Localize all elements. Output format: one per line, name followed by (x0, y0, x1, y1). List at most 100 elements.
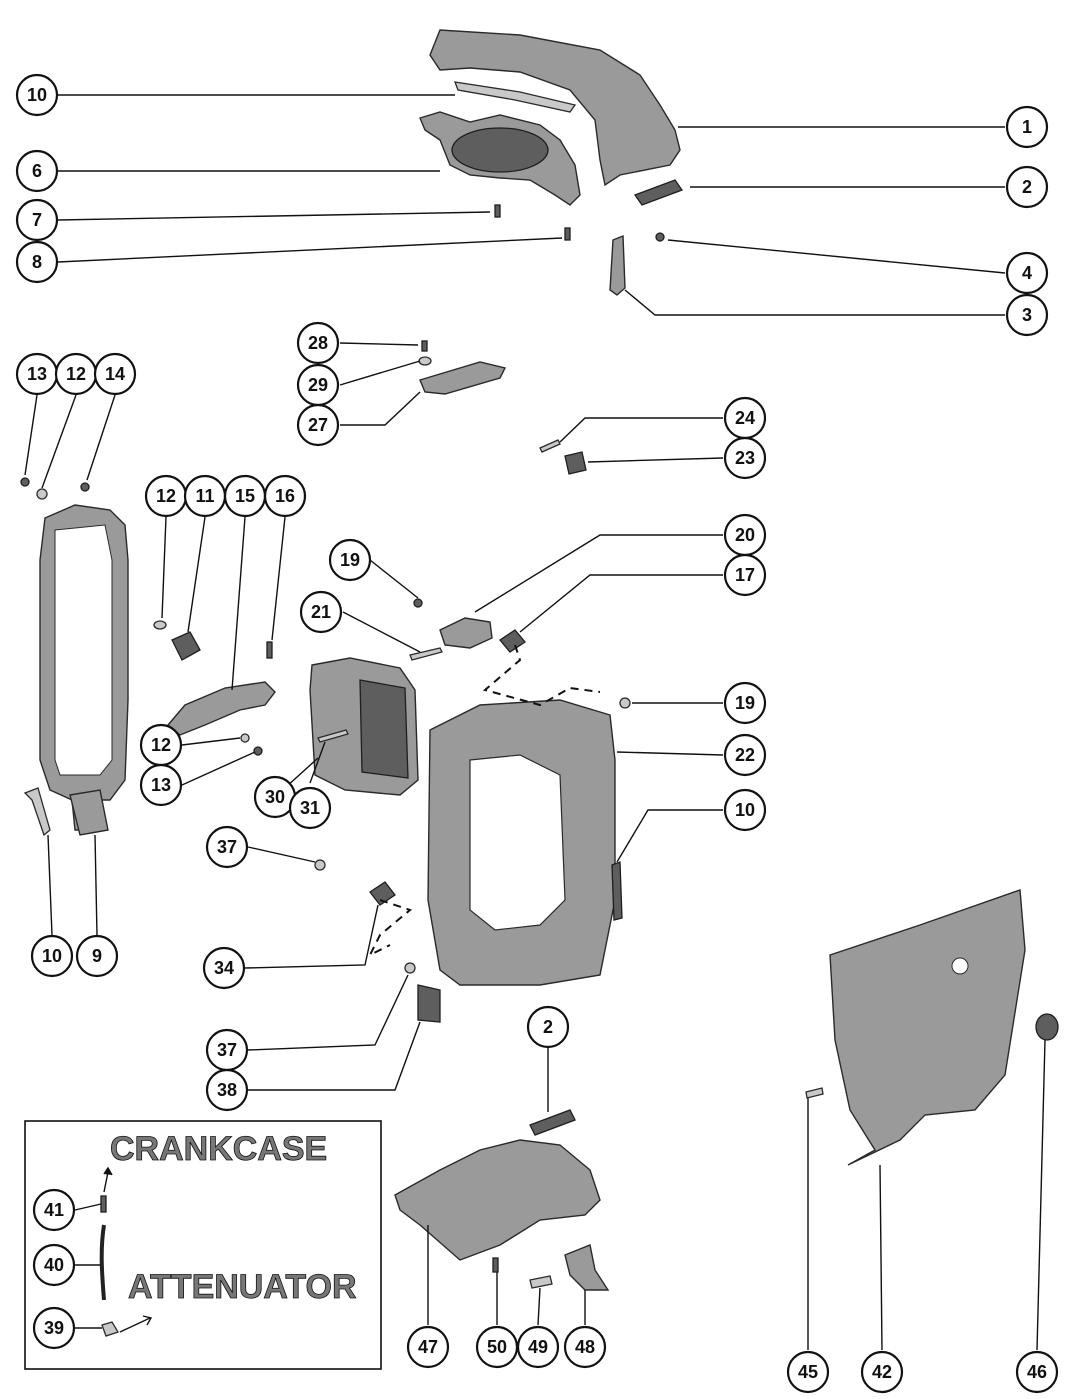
part-46-plug (1035, 1013, 1059, 1041)
part-49-clip (529, 1275, 553, 1289)
callout-2-bottom: 2 (526, 1005, 570, 1049)
svg-text:13: 13 (151, 775, 171, 795)
callout-38: 38 (205, 1068, 249, 1112)
callout-22: 22 (723, 733, 767, 777)
svg-text:8: 8 (32, 252, 42, 272)
crankcase-attenuator-inset (24, 1120, 382, 1370)
callout-3: 3 (1005, 293, 1049, 337)
leader-lines (24, 94, 1046, 1351)
callout-10-left: 10 (30, 934, 74, 978)
part-9-lower-tab (69, 789, 109, 836)
part-12-washer-b (153, 620, 167, 630)
inset-label-attenuator: ATTENUATOR (128, 1268, 357, 1306)
part-6-recess (451, 127, 549, 173)
callout-12-low: 12 (139, 723, 183, 767)
svg-text:31: 31 (300, 798, 320, 818)
svg-text:13: 13 (27, 364, 47, 384)
svg-text:7: 7 (32, 210, 42, 230)
part-13-nut-b (253, 746, 263, 756)
svg-text:50: 50 (487, 1337, 507, 1357)
callout-40: 40 (32, 1243, 76, 1287)
callout-21: 21 (299, 590, 343, 634)
svg-text:15: 15 (235, 486, 255, 506)
inset-arrow-right (119, 1315, 153, 1333)
part-27-plate (419, 361, 507, 395)
callout-27: 27 (296, 403, 340, 447)
callout-10-top: 10 (15, 73, 59, 117)
part-16-bolt (266, 641, 273, 659)
hose-routes (367, 644, 601, 958)
part-7-screw (494, 204, 501, 218)
callout-bubbles: 10 1 6 2 7 8 4 3 28 29 27 13 12 14 24 23… (15, 73, 1059, 1394)
callout-19-upper: 19 (328, 538, 372, 582)
callout-41: 41 (32, 1188, 76, 1232)
svg-text:10: 10 (27, 85, 47, 105)
svg-text:1: 1 (1022, 117, 1032, 137)
callout-31: 31 (288, 786, 332, 830)
svg-text:2: 2 (1022, 177, 1032, 197)
callout-14: 14 (93, 352, 137, 396)
part-9-frame-opening (54, 524, 113, 776)
svg-text:38: 38 (217, 1080, 237, 1100)
part-34-bushing (369, 881, 396, 906)
part-31-bolt (317, 729, 349, 743)
callout-16: 16 (263, 474, 307, 518)
svg-text:41: 41 (44, 1200, 64, 1220)
svg-text:37: 37 (217, 837, 237, 857)
part-47-bottom-cowl (394, 1139, 601, 1261)
part-42-side-panel (829, 889, 1026, 1166)
part-39-fitting (101, 1321, 119, 1337)
svg-text:2: 2 (543, 1017, 553, 1037)
callout-50: 50 (475, 1325, 519, 1369)
svg-text:47: 47 (418, 1337, 438, 1357)
part-38-pad (417, 984, 441, 1023)
part-4-screw (655, 232, 665, 242)
callout-6: 6 (15, 149, 59, 193)
svg-text:39: 39 (44, 1318, 64, 1338)
part-15-arm (167, 681, 276, 736)
part-10-right-strip (611, 861, 623, 921)
callout-45: 45 (786, 1350, 830, 1394)
callout-4: 4 (1005, 251, 1049, 295)
part-12-washer (36, 488, 48, 500)
part-14-nut (80, 482, 90, 492)
svg-text:40: 40 (44, 1255, 64, 1275)
svg-text:27: 27 (308, 415, 328, 435)
svg-text:34: 34 (214, 958, 234, 978)
part-40-hose (99, 1224, 106, 1301)
callout-47: 47 (406, 1325, 450, 1369)
svg-text:4: 4 (1022, 263, 1032, 283)
svg-text:11: 11 (195, 486, 214, 506)
svg-text:12: 12 (151, 735, 171, 755)
part-24-pin (539, 439, 561, 453)
svg-text:16: 16 (275, 486, 295, 506)
part-45-screw (805, 1087, 824, 1099)
callout-2-top: 2 (1005, 165, 1049, 209)
svg-text:12: 12 (156, 486, 176, 506)
callout-23: 23 (723, 436, 767, 480)
part-28-screw (421, 340, 428, 352)
part-41-fitting (100, 1195, 107, 1213)
parts-illustration (20, 29, 1059, 1337)
callout-42: 42 (860, 1350, 904, 1394)
part-8-screw (564, 227, 571, 241)
callout-13-top: 13 (15, 352, 59, 396)
callout-39: 39 (32, 1306, 76, 1350)
svg-text:49: 49 (528, 1337, 548, 1357)
callout-10-right: 10 (723, 788, 767, 832)
part-37-nut-a (314, 859, 326, 871)
callout-30: 30 (253, 775, 297, 819)
svg-text:23: 23 (735, 448, 755, 468)
callout-11: 11 (183, 474, 227, 518)
callout-12-mid: 12 (144, 474, 188, 518)
svg-text:29: 29 (308, 375, 328, 395)
svg-text:45: 45 (798, 1362, 818, 1382)
svg-text:17: 17 (735, 565, 755, 585)
callout-8: 8 (15, 240, 59, 284)
svg-text:46: 46 (1027, 1362, 1047, 1382)
part-2-pad-bottom (529, 1109, 576, 1136)
svg-text:21: 21 (311, 602, 331, 622)
part-1-top-cowl (429, 29, 681, 187)
callout-9: 9 (75, 934, 119, 978)
